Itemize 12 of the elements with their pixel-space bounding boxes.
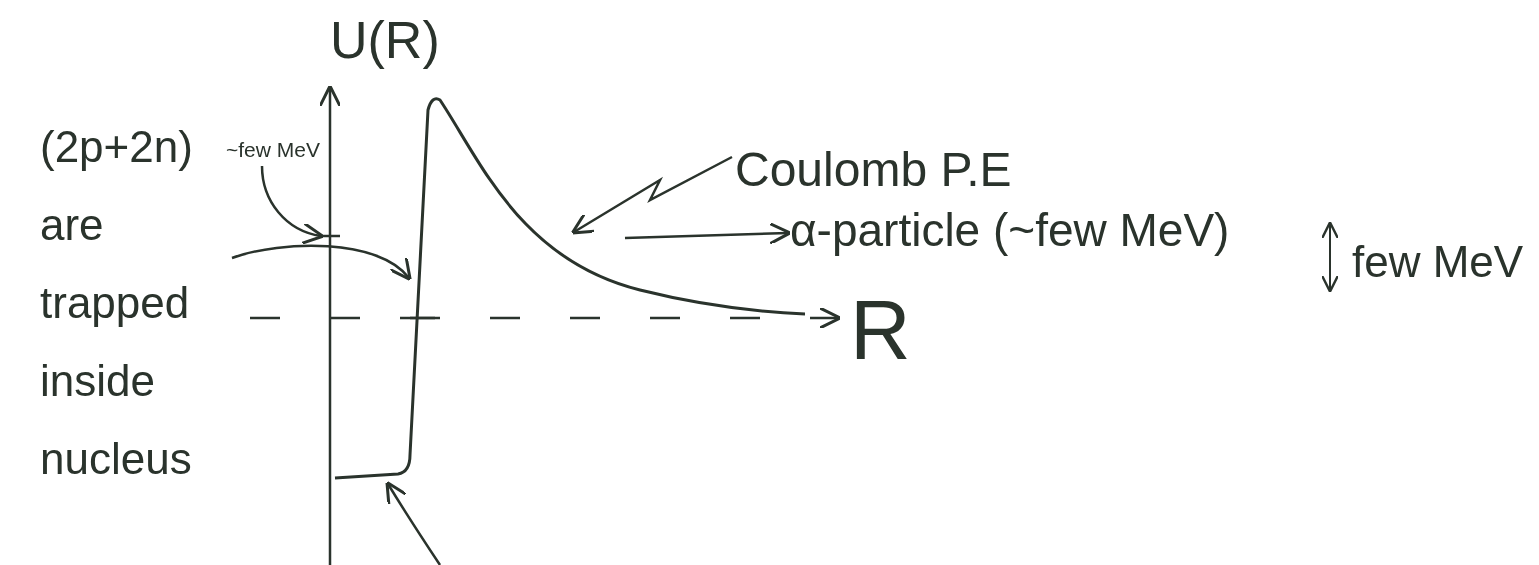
axis-label: R — [850, 282, 911, 378]
axis-label: U(R) — [330, 10, 440, 71]
axis-label: few MeV — [1352, 236, 1524, 288]
annotation-text: Coulomb P.E — [735, 140, 1035, 200]
leader-arrow — [260, 165, 325, 244]
leader-arrow — [570, 155, 733, 235]
annotation-text: α-particle (~few MeV) — [790, 200, 1310, 260]
leader-arrow — [624, 222, 792, 246]
leader-arrow — [231, 244, 412, 281]
tick-mark — [322, 234, 340, 238]
annotation-text: ~few MeV — [226, 136, 324, 164]
leader-arrow — [385, 480, 442, 565]
